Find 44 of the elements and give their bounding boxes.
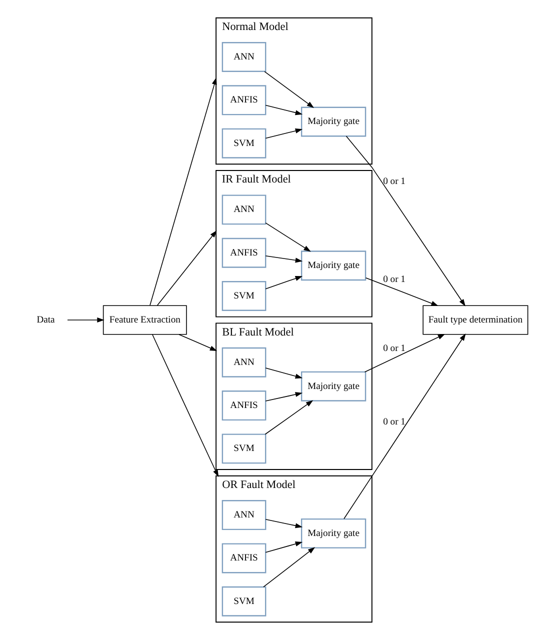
node-text: Data: [36, 314, 54, 326]
edge-label: 0 or 1: [382, 416, 405, 428]
edge-label: 0 or 1: [382, 274, 405, 286]
arrow: [264, 222, 310, 252]
node-box: ANN: [221, 194, 266, 225]
arrow: [264, 71, 314, 108]
arrow: [264, 104, 302, 116]
node-box: SVM: [221, 434, 266, 464]
node-box: Fault type determination: [422, 305, 528, 335]
node-box: ANN: [221, 500, 266, 530]
arrow: [262, 547, 315, 588]
node-box: SVM: [221, 281, 266, 312]
node-box: Feature Extraction: [102, 305, 186, 335]
node-box: SVM: [221, 586, 266, 616]
arrow: [156, 230, 216, 306]
arrow: [345, 136, 465, 306]
arrow: [178, 334, 217, 352]
node-box: Majority gate: [300, 371, 366, 402]
arrow: [152, 334, 218, 477]
arrow: [264, 368, 302, 379]
arrow: [264, 519, 302, 528]
arrow: [343, 333, 466, 520]
node-box: ANN: [221, 347, 266, 378]
node-box: ANN: [221, 42, 266, 72]
arrow: [364, 277, 438, 306]
node-box: SVM: [221, 128, 266, 158]
node-box: ANFIS: [221, 85, 266, 116]
node-box: ANFIS: [221, 238, 266, 268]
node-box: ANFIS: [221, 543, 266, 574]
node-box: Majority gate: [300, 518, 366, 548]
arrow: [66, 317, 104, 323]
arrow: [149, 77, 216, 306]
arrow: [264, 392, 302, 402]
node-box: ANFIS: [221, 390, 266, 421]
arrow: [264, 541, 302, 553]
arrow: [364, 334, 445, 372]
arrow: [264, 255, 302, 263]
edge-label: 0 or 1: [382, 342, 405, 354]
node-box: Majority gate: [300, 106, 366, 137]
arrow: [264, 128, 302, 139]
arrow: [264, 400, 313, 435]
node-box: Majority gate: [300, 250, 366, 281]
edge-label: 0 or 1: [382, 176, 405, 187]
arrow: [264, 276, 302, 290]
